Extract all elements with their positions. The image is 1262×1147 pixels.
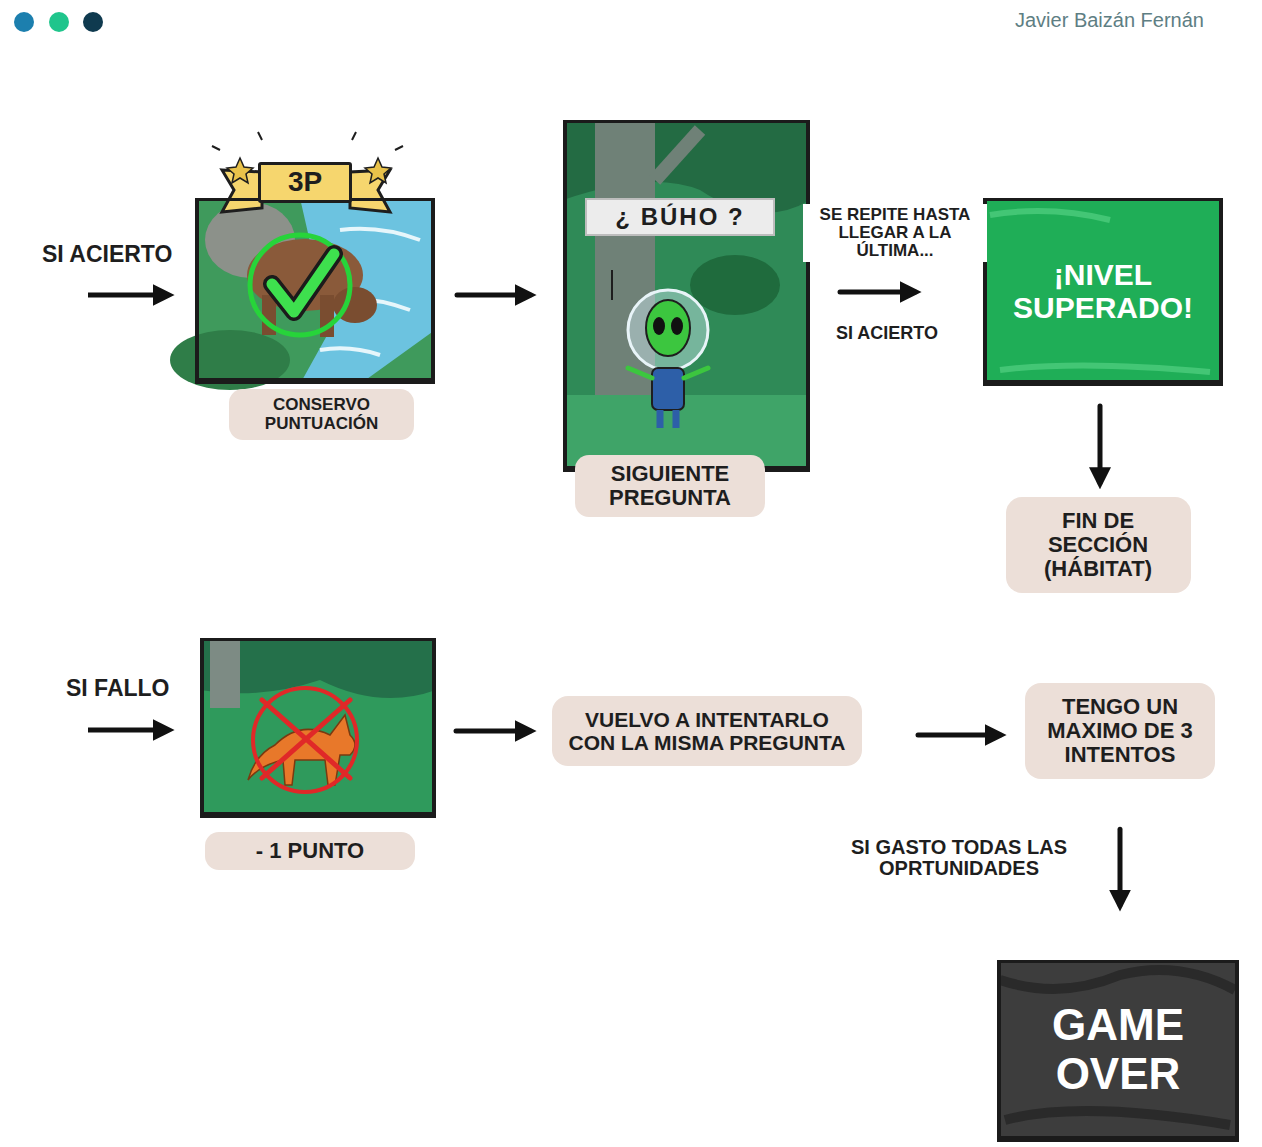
bear-scene xyxy=(170,132,435,390)
scene-ground xyxy=(997,960,1239,1142)
fox-scene xyxy=(200,638,436,818)
flow-arrow xyxy=(918,733,1000,738)
alien-scene xyxy=(563,120,810,472)
window-dot xyxy=(49,12,69,32)
gameover-scene xyxy=(997,960,1239,1142)
branch-label: SI ACIERTO xyxy=(828,324,946,343)
flow-arrow xyxy=(1118,829,1123,905)
alien-eye xyxy=(653,317,665,335)
check-circle xyxy=(250,235,350,335)
flow-arrow xyxy=(457,293,530,298)
caption-pill: - 1 PUNTO xyxy=(205,832,415,870)
cross xyxy=(262,700,350,778)
step-pill: VUELVO A INTENTARLO CON LA MISMA PREGUNT… xyxy=(552,696,862,766)
branch-label: SI FALLO xyxy=(66,676,170,700)
caption-pill: CONSERVO PUNTUACIÓN xyxy=(229,389,414,440)
window-dot xyxy=(14,12,34,32)
alien-body xyxy=(652,368,684,410)
alien-eye xyxy=(671,317,683,335)
level-panel: ¡NIVEL SUPERADO! xyxy=(983,198,1223,386)
flow-arrow xyxy=(840,290,915,295)
scene-ground xyxy=(200,638,436,818)
image-panel: - 1 PUNTO xyxy=(200,638,436,818)
star xyxy=(365,158,391,183)
step-pill: TENGO UN MAXIMO DE 3 INTENTOS xyxy=(1025,683,1215,780)
check-outline xyxy=(272,254,334,312)
alien-head xyxy=(646,300,690,356)
image-panel: ¿ BÚHO ?SIGUIENTE PREGUNTA xyxy=(563,120,810,472)
tree-trunk xyxy=(210,638,240,708)
step-text: TENGO UN MAXIMO DE 3 INTENTOS xyxy=(1041,695,1199,768)
image-panel: 3PCONSERVO PUNTUACIÓN xyxy=(195,198,435,384)
window-dot xyxy=(83,12,103,32)
alien-arms xyxy=(628,368,708,378)
gameover-panel: GAME OVER xyxy=(997,960,1239,1142)
step-text: FIN DE SECCIÓN (HÁBITAT) xyxy=(1022,509,1175,582)
cross-circle xyxy=(253,688,357,792)
gameover-title: GAME OVER xyxy=(1001,963,1235,1136)
step-text: VUELVO A INTENTARLO CON LA MISMA PREGUNT… xyxy=(568,708,846,754)
bush xyxy=(690,255,780,315)
caption-pill: SIGUIENTE PREGUNTA xyxy=(575,455,765,517)
author-name: Javier Baizán Fernán xyxy=(1015,10,1204,31)
level-scene xyxy=(983,198,1223,386)
level-title: ¡NIVEL SUPERADO! xyxy=(987,201,1219,380)
alien-legs xyxy=(660,410,676,428)
branch-label: SI ACIERTO xyxy=(42,242,172,266)
check-mark xyxy=(272,254,334,312)
tree-branch xyxy=(655,130,700,180)
score-banner: 3P xyxy=(258,162,352,203)
star xyxy=(227,158,253,183)
entry-arrow xyxy=(88,293,168,298)
flow-arrow xyxy=(1098,406,1103,483)
edge-label: SI GASTO TODAS LAS OPRTUNIDADES xyxy=(830,835,1088,881)
scene-ground xyxy=(563,120,810,472)
entry-arrow xyxy=(88,728,168,733)
helmet xyxy=(628,290,708,370)
bark-mark xyxy=(611,270,613,300)
scene-ground xyxy=(983,198,1223,386)
question-banner: ¿ BÚHO ? xyxy=(585,198,775,236)
flow-arrow xyxy=(456,729,530,734)
step-pill: FIN DE SECCIÓN (HÁBITAT) xyxy=(1006,497,1191,594)
edge-label: SE REPITE HASTA LLEGAR A LA ÚLTIMA... xyxy=(803,204,987,262)
sparkle xyxy=(212,132,403,150)
tree-trunk xyxy=(595,120,655,440)
